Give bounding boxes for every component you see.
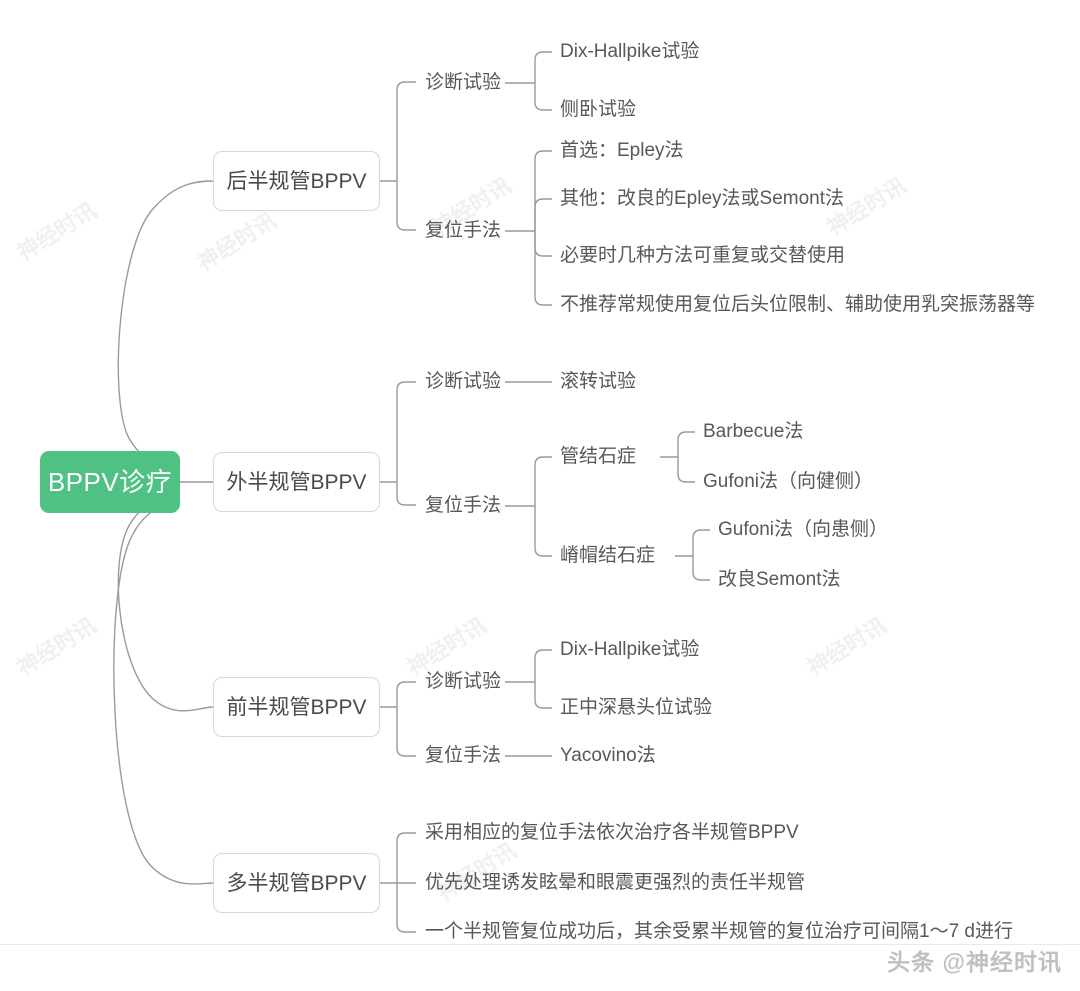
leaf-canalithiasis-1[interactable]: Barbecue法 (703, 421, 804, 442)
branch-node-anterior[interactable]: 前半规管BPPV (213, 677, 380, 737)
watermark-tile: 神经时讯 (802, 612, 891, 681)
edge-ant-diag-ch1 (534, 649, 552, 682)
edge-root-multi (113, 499, 215, 885)
edge-ant-c2 (396, 707, 416, 757)
edge-post-rep-ch3 (534, 231, 552, 257)
bottom-credit-watermark: 头条 @神经时讯 (887, 949, 1062, 975)
edge-post-c2 (396, 221, 416, 231)
sub-node-horizontal-diagnosis[interactable]: 诊断试验 (425, 371, 502, 392)
bottom-divider (0, 944, 1080, 945)
edge-horiz-c1 (396, 381, 416, 482)
edge-cupulo-ch1 (692, 529, 710, 556)
edge-post-rep-ch2 (534, 198, 552, 231)
edge-post-rep-ch4 (534, 231, 552, 306)
edge-horiz-rep-ch2 (534, 506, 552, 557)
leaf-cupulolithiasis-1[interactable]: Gufoni法（向患侧） (718, 519, 888, 540)
watermark-tile: 神经时讯 (432, 837, 521, 906)
edge-post-c1 (396, 81, 416, 91)
sub-node-posterior-repositioning[interactable]: 复位手法 (425, 220, 502, 241)
leaf-anterior-diag-1[interactable]: Dix-Hallpike试验 (560, 639, 700, 660)
leaf-horizontal-diag-1[interactable]: 滚转试验 (560, 371, 637, 392)
leaf-multi-3[interactable]: 一个半规管复位成功后，其余受累半规管的复位治疗可间隔1～7 d进行 (425, 921, 1013, 942)
leaf-posterior-rep-2[interactable]: 其他：改良的Epley法或Semont法 (560, 188, 845, 209)
watermark-tile: 神经时讯 (12, 197, 101, 266)
leaf-posterior-rep-4[interactable]: 不推荐常规使用复位后头位限制、辅助使用乳突振荡器等 (560, 294, 1036, 315)
edge-horiz-c2 (396, 482, 416, 506)
leaf-posterior-diag-1[interactable]: Dix-Hallpike试验 (560, 41, 700, 62)
sub-node-anterior-diagnosis[interactable]: 诊断试验 (425, 671, 502, 692)
leaf-multi-2[interactable]: 优先处理诱发眩晕和眼震更强烈的责任半规管 (425, 872, 806, 893)
edge-multi-c1 (396, 832, 416, 883)
leaf-anterior-diag-2[interactable]: 正中深悬头位试验 (560, 697, 713, 718)
sub-node-cupulolithiasis[interactable]: 嵴帽结石症 (560, 545, 656, 566)
edge-root-posterior (117, 180, 215, 471)
leaf-canalithiasis-2[interactable]: Gufoni法（向健侧） (703, 471, 873, 492)
branch-node-multi[interactable]: 多半规管BPPV (213, 853, 380, 913)
edge-cupulo-ch2 (692, 556, 710, 581)
edge-canalith-ch1 (677, 431, 695, 457)
leaf-multi-1[interactable]: 采用相应的复位手法依次治疗各半规管BPPV (425, 822, 799, 843)
edge-ant-c1 (396, 681, 416, 707)
leaf-anterior-rep-1[interactable]: Yacovino法 (560, 745, 656, 766)
sub-node-posterior-diagnosis[interactable]: 诊断试验 (425, 72, 502, 93)
edge-horiz-rep-ch1 (534, 456, 552, 506)
sub-node-canalithiasis[interactable]: 管结石症 (560, 446, 637, 467)
watermark-tile: 神经时讯 (192, 207, 281, 276)
branch-node-posterior[interactable]: 后半规管BPPV (213, 151, 380, 211)
leaf-posterior-rep-3[interactable]: 必要时几种方法可重复或交替使用 (560, 245, 846, 266)
edge-post-rep-ch1 (534, 150, 552, 231)
edge-ant-diag-ch2 (534, 682, 552, 709)
leaf-posterior-diag-2[interactable]: 侧卧试验 (560, 99, 637, 120)
edge-multi-c3 (396, 883, 416, 933)
edge-canalith-ch2 (677, 457, 695, 483)
leaf-posterior-rep-1[interactable]: 首选：Epley法 (560, 140, 684, 161)
sub-node-anterior-repositioning[interactable]: 复位手法 (425, 745, 502, 766)
branch-node-horizontal[interactable]: 外半规管BPPV (213, 452, 380, 512)
leaf-cupulolithiasis-2[interactable]: 改良Semont法 (718, 569, 841, 590)
edge-post-diag-ch2 (534, 83, 552, 111)
root-node[interactable]: BPPV诊疗 (40, 451, 180, 513)
edge-post-diag-ch1 (534, 51, 552, 83)
edge-root-anterior (117, 493, 215, 712)
sub-node-horizontal-repositioning[interactable]: 复位手法 (425, 495, 502, 516)
watermark-tile: 神经时讯 (12, 612, 101, 681)
